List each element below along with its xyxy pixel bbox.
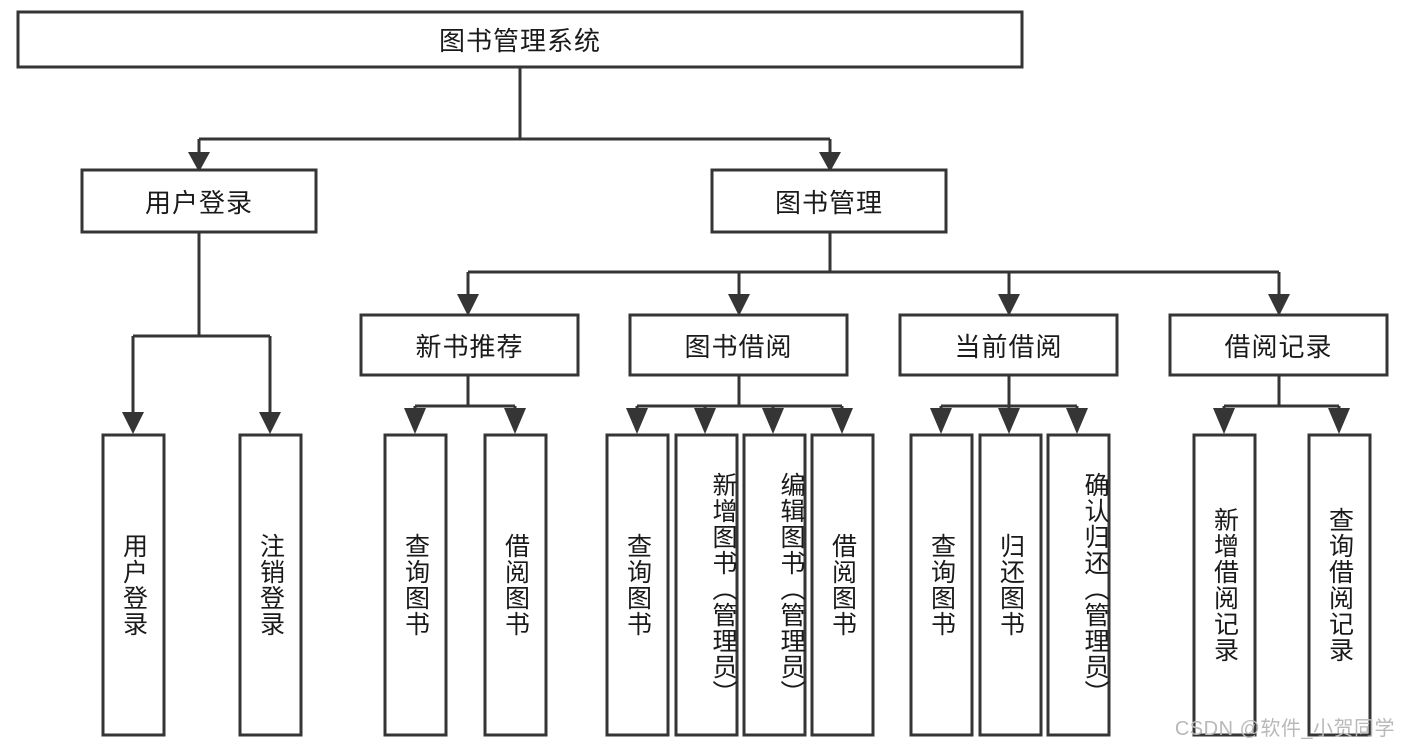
arrow-head-current-borrow <box>998 294 1020 316</box>
node-box-current-borrow[interactable] <box>898 313 1119 377</box>
arrow-head-l4-borrow-book-a <box>504 408 526 434</box>
node-box-l4-query-book-a[interactable] <box>383 433 448 737</box>
node-box-group <box>16 10 1389 737</box>
arrow-head-user-login <box>188 152 210 172</box>
arrow-head-l4-query-book-b <box>626 408 648 434</box>
arrow-head-l4-edit-book <box>762 408 784 434</box>
arrow-head-l4-add-book <box>694 408 716 434</box>
node-box-user-login[interactable] <box>80 168 318 234</box>
node-box-l4-borrow-book-a[interactable] <box>483 433 548 737</box>
arrow-head-book-manage <box>819 152 841 172</box>
node-box-l4-user-login[interactable] <box>101 433 166 737</box>
node-box-borrow-record[interactable] <box>1168 313 1389 377</box>
node-box-book-borrow[interactable] <box>628 313 849 377</box>
node-box-l4-edit-book[interactable] <box>742 433 807 737</box>
connector-group <box>122 67 1350 434</box>
arrow-head-l4-query-book-c <box>930 408 952 434</box>
node-box-l4-query-record[interactable] <box>1307 433 1372 737</box>
node-box-book-manage[interactable] <box>710 168 948 234</box>
arrow-head-l4-user-login <box>122 412 144 434</box>
node-box-l4-query-book-c[interactable] <box>909 433 974 737</box>
connector-user-login-trunk <box>131 232 272 418</box>
arrow-head-new-book-rec <box>457 294 479 316</box>
node-box-l4-return-book[interactable] <box>978 433 1043 737</box>
arrow-head-l4-query-book-a <box>404 408 426 434</box>
node-box-l4-borrow-book-b[interactable] <box>810 433 875 737</box>
arrow-head-l4-query-record <box>1328 408 1350 434</box>
arrow-head-l4-borrow-book-b <box>831 408 853 434</box>
connector-root-trunk <box>197 67 832 158</box>
arrow-head-borrow-record <box>1268 294 1290 316</box>
arrow-head-l4-add-record <box>1213 408 1235 434</box>
node-box-l4-confirm-return[interactable] <box>1046 433 1111 737</box>
node-box-l4-add-record[interactable] <box>1192 433 1257 737</box>
connector-book-manage-trunk <box>466 232 1281 300</box>
connector-new-book-rec-trunk <box>413 375 517 418</box>
arrow-head-l4-logout-login <box>259 412 281 434</box>
arrow-head-book-borrow <box>728 294 750 316</box>
arrow-head-l4-confirm-return <box>1066 408 1088 434</box>
node-box-l4-query-book-b[interactable] <box>605 433 670 737</box>
node-box-l4-add-book[interactable] <box>674 433 739 737</box>
node-box-root[interactable] <box>16 10 1024 69</box>
connector-borrow-record-trunk <box>1222 375 1341 418</box>
arrow-head-l4-return-book <box>998 408 1020 434</box>
node-box-new-book-rec[interactable] <box>359 313 580 377</box>
node-box-l4-logout-login[interactable] <box>238 433 303 737</box>
connector-book-borrow-trunk <box>635 375 844 418</box>
